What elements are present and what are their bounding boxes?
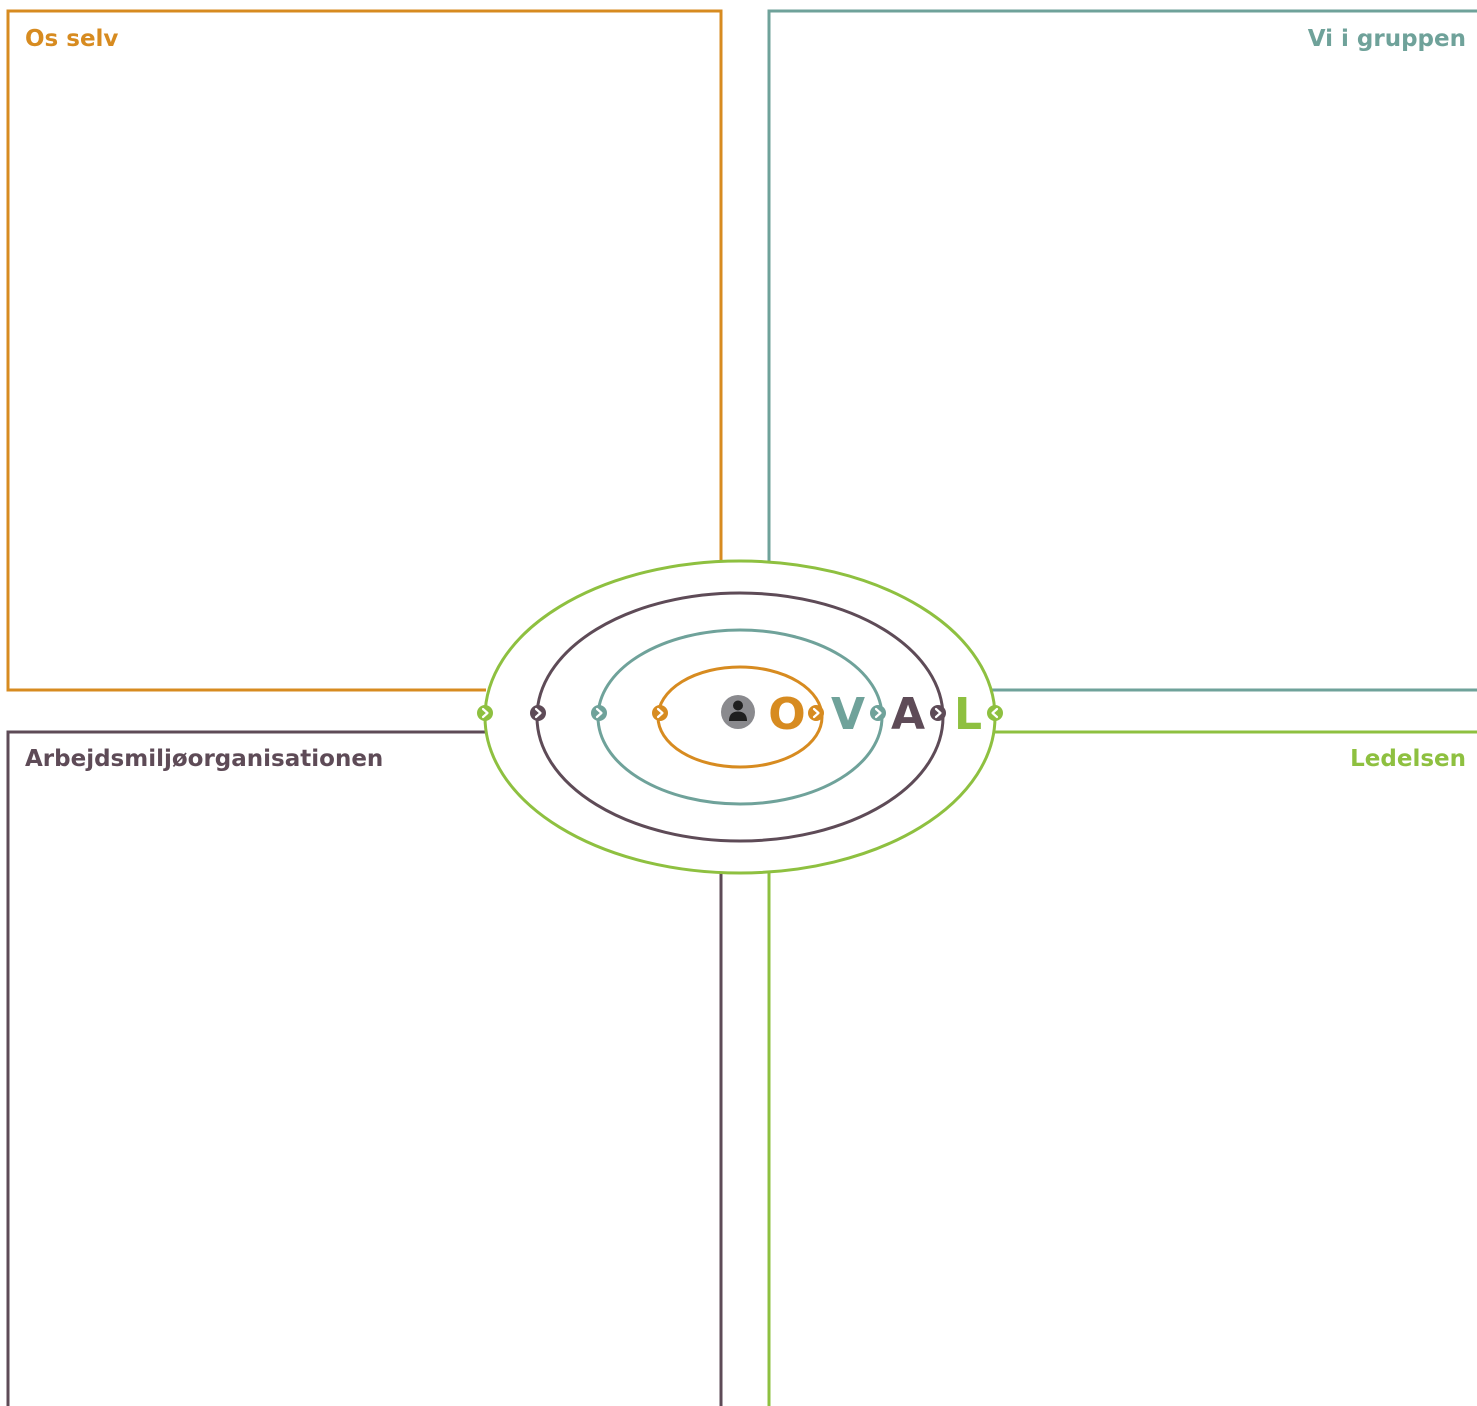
marker-o-v xyxy=(808,705,824,721)
ring-marker-vi xyxy=(591,705,607,721)
frame-vi-i-gruppen xyxy=(767,9,1477,692)
ring-marker-arbejdsmiljo xyxy=(530,705,546,721)
chevron-right-icon xyxy=(812,707,820,719)
frame-ledelsen xyxy=(767,730,1477,1406)
marker-a-l xyxy=(930,705,946,721)
ring-marker-os xyxy=(652,705,668,721)
chevron-left-icon xyxy=(991,707,999,719)
marker-l-end xyxy=(987,705,1003,721)
chevron-right-icon xyxy=(656,707,664,719)
person-icon xyxy=(721,695,755,729)
frame-arbejdsmiljoorganisationen xyxy=(6,730,723,1406)
ring-marker-ledelsen xyxy=(477,705,493,721)
letter-o: O xyxy=(768,689,805,740)
quadrant-title-vi-i-gruppen: Vi i gruppen xyxy=(1308,26,1466,52)
quadrant-title-arbejdsmiljoorganisationen: Arbejdsmiljøorganisationen xyxy=(25,746,383,772)
frame-os-selv xyxy=(6,9,723,692)
letter-a: A xyxy=(891,689,925,740)
letter-v: V xyxy=(831,689,865,740)
letter-l: L xyxy=(954,689,982,740)
marker-v-a xyxy=(870,705,886,721)
chevron-right-icon xyxy=(874,707,882,719)
chevron-right-icon xyxy=(595,707,603,719)
chevron-right-icon xyxy=(934,707,942,719)
quadrant-title-os-selv: Os selv xyxy=(25,26,118,52)
chevron-right-icon xyxy=(481,707,489,719)
quadrant-title-ledelsen: Ledelsen xyxy=(1350,746,1466,772)
chevron-right-icon xyxy=(534,707,542,719)
